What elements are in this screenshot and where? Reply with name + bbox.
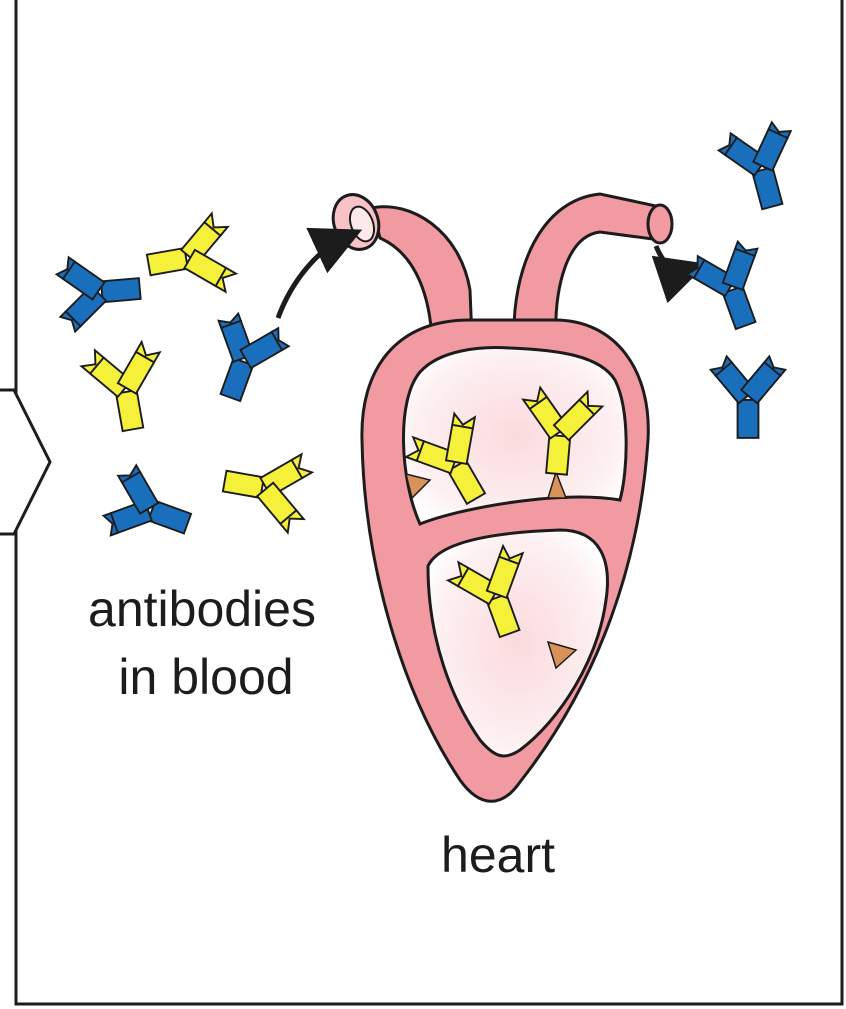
label-in-blood: in blood bbox=[118, 649, 293, 705]
label-antibodies: antibodies bbox=[88, 581, 316, 637]
upper-chamber bbox=[403, 348, 626, 524]
label-heart: heart bbox=[441, 827, 555, 883]
